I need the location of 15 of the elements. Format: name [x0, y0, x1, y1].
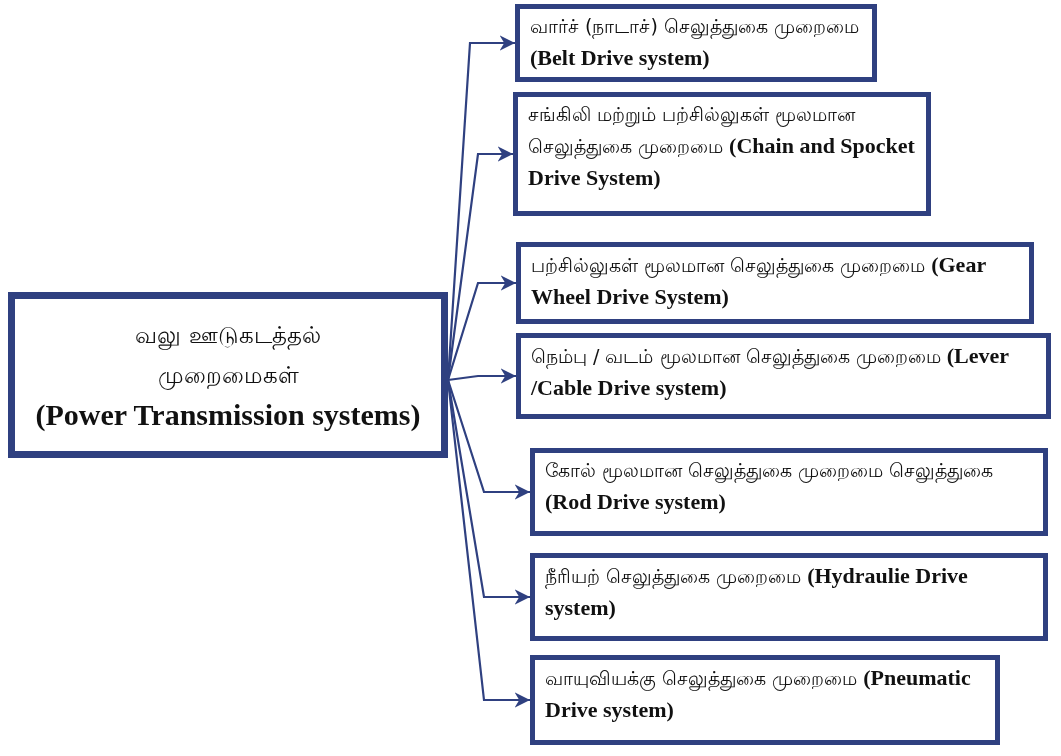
- category-box: வார்ச் (நாடாச்) செலுத்துகை முறைமை (Belt Drive system): [515, 4, 877, 82]
- category-box: வாயுவியக்கு செலுத்துகை முறைமை (Pneumatic Drive system): [530, 655, 1000, 745]
- arrow: [446, 379, 530, 500]
- box-heading: வலு ஊடுகடத்தல் முறைமைகள்: [134, 321, 322, 392]
- category-box: சங்கிலி மற்றும் பற்சில்லுகள் மூலமான செலுத்துகை முறைமை (Chain and Spocket Drive System): [513, 92, 931, 216]
- category-box: நெம்பு / வடம் மூலமான செலுத்துகை முறைமை (Lever /Cable Drive system): [516, 333, 1051, 419]
- arrow: [446, 379, 530, 605]
- box-subheading: (Power Transmission systems): [35, 397, 421, 433]
- arrow: [446, 275, 516, 381]
- arrow: [446, 379, 530, 708]
- category-box: கோல் மூலமான செலுத்துகை முறைமை செலுத்துகை (Rod Drive system): [530, 448, 1048, 536]
- category-box: பற்சில்லுகள் மூலமான செலுத்துகை முறைமை (Gear Wheel Drive System): [516, 242, 1034, 324]
- root-box: [8, 292, 448, 458]
- category-box: நீரியற் செலுத்துகை முறைமை (Hydraulie Drive system): [530, 553, 1048, 641]
- arrow: [447, 368, 516, 384]
